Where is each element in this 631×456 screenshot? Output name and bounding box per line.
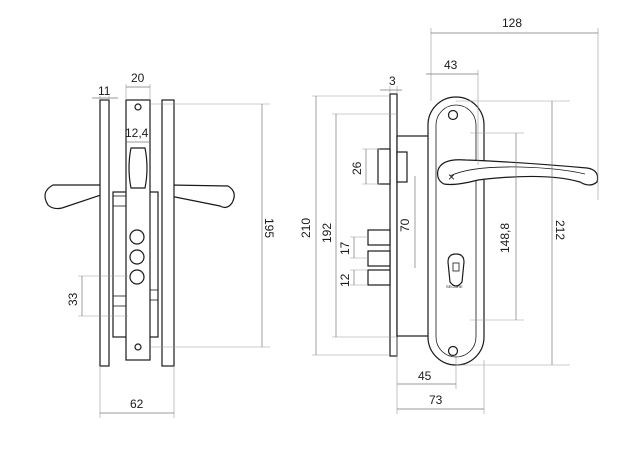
dim-label-148-8: 148,8 [498, 223, 512, 253]
side-tab-3 [149, 289, 159, 301]
dim-label-210: 210 [299, 218, 313, 238]
front-cylinder [447, 253, 465, 287]
side-tab-2 [112, 295, 127, 307]
front-dead-bolt-3 [367, 269, 391, 286]
dim-label-43: 43 [444, 58, 458, 72]
lever-cross-mark: × [448, 170, 455, 184]
front-dead-bolt-2 [367, 250, 391, 267]
front-cylinder-key [452, 262, 460, 272]
front-latch-bolt-inner [396, 151, 408, 183]
front-view: SECURE × 128 43 3 26 210 192 [299, 16, 599, 414]
side-right-plate [161, 99, 175, 367]
dim-label-195: 195 [262, 218, 276, 238]
side-tab-1 [112, 195, 127, 207]
dim-label-212: 212 [553, 220, 567, 240]
dim-label-20: 20 [131, 71, 145, 85]
front-faceplate [389, 93, 398, 357]
dim-label-3: 3 [389, 74, 396, 88]
dim-label-26: 26 [350, 161, 364, 175]
dim-label-12-4: 12,4 [125, 126, 149, 140]
dim-label-12: 12 [338, 273, 352, 287]
dim-label-45: 45 [418, 369, 432, 383]
side-lever-handle [44, 184, 102, 210]
side-view: 11 20 12,4 195 33 62 [44, 71, 276, 418]
side-hole-3 [129, 269, 145, 285]
front-latch-bolt [377, 148, 391, 185]
dim-label-62: 62 [130, 397, 144, 411]
cylinder-brand-text: SECURE [446, 284, 463, 289]
front-lever [437, 159, 599, 186]
dim-label-17: 17 [338, 241, 352, 255]
side-hole-2 [129, 249, 145, 265]
side-screw-bottom [134, 343, 142, 351]
dim-label-33: 33 [66, 292, 80, 306]
dim-label-11: 11 [98, 84, 111, 98]
front-screw-bottom [447, 345, 459, 357]
dim-label-70: 70 [398, 218, 412, 232]
side-left-plate [99, 99, 110, 367]
front-screw-top [447, 109, 459, 121]
side-hole-1 [129, 229, 145, 245]
front-lever-inner [449, 166, 586, 177]
dim-label-73: 73 [429, 393, 443, 407]
side-screw-top [134, 103, 142, 111]
side-cylinder-slot [128, 147, 148, 189]
dim-label-192: 192 [320, 223, 334, 243]
dim-label-128: 128 [502, 16, 522, 30]
front-dead-bolt-1 [367, 229, 391, 246]
side-lever-handle-right [169, 184, 235, 209]
